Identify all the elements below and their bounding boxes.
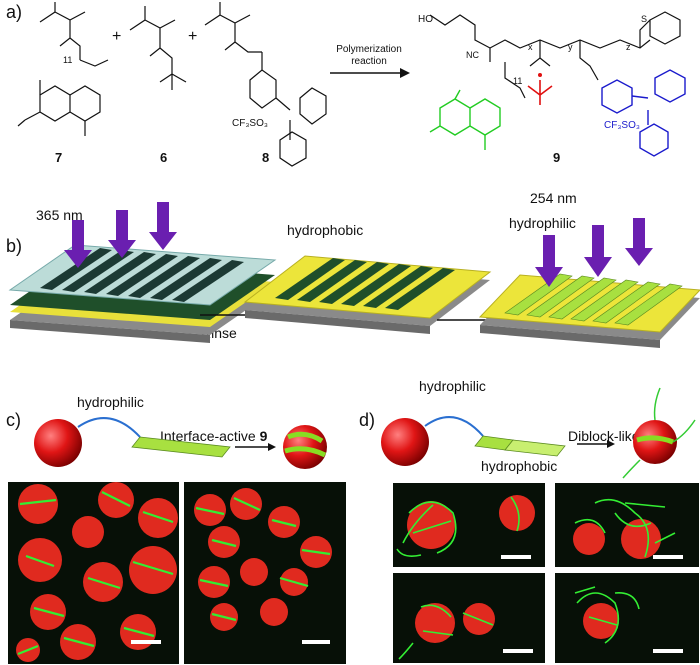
product-subscript-z: z <box>626 42 631 52</box>
scale-bar-d-br <box>653 649 683 653</box>
coated-sphere-d <box>633 420 677 464</box>
hydrophobic-label-b: hydrophobic <box>287 222 364 238</box>
plus-sign-2: + <box>188 28 198 45</box>
product-number: 9 <box>553 150 561 165</box>
monomer-7-subscript: 11 <box>63 55 73 65</box>
product-subscript-x: x <box>528 42 533 52</box>
scale-bar-d-tr <box>653 555 683 559</box>
hydrophobic-label-d: hydrophobic <box>481 458 558 474</box>
monomer-7-number: 7 <box>55 150 63 165</box>
panel-b-diagram <box>8 202 700 348</box>
plus-sign-1: + <box>112 28 122 45</box>
red-sphere-c <box>34 419 82 467</box>
red-sphere-d <box>381 418 429 466</box>
rod-d-hydrophobic <box>504 439 566 457</box>
micrograph-d-top-right <box>555 483 699 567</box>
hydrophilic-label-b: hydrophilic <box>509 215 576 231</box>
scale-bar-c-right <box>302 640 330 644</box>
arrow-label-reaction: reaction <box>351 56 387 67</box>
monomer-6-number: 6 <box>160 150 168 165</box>
panel-d-schematic <box>381 387 696 479</box>
panel-c-label: c) <box>6 410 21 430</box>
diblock-like-text: Diblock-like <box>568 428 644 444</box>
rod-c <box>131 436 231 458</box>
product-nitrile: NC <box>466 50 479 60</box>
interface-active-number: 9 <box>259 428 268 444</box>
uv-arrows-254 <box>535 218 653 287</box>
scale-bar-d-tl <box>501 555 531 559</box>
panel-d-label: d) <box>359 410 376 430</box>
micrograph-d-bottom-right <box>555 573 699 663</box>
arrow-label-polymerization: Polymerization <box>336 44 402 55</box>
micrograph-d-bottom-left <box>393 573 545 663</box>
monomer-8-triflate: CF₃SO₃ <box>232 118 268 129</box>
scale-bar-c-left <box>131 640 161 644</box>
scale-bar-d-bl <box>503 649 533 653</box>
panel-c-schematic <box>34 417 327 469</box>
panel-b-label: b) <box>6 236 23 256</box>
micrograph-c-right <box>184 482 346 664</box>
interface-active-text: Interface-active <box>160 428 260 444</box>
product-triflate: CF₃SO₃ <box>604 120 640 131</box>
uv-arrows-365 <box>64 202 177 268</box>
wavelength-365: 365 nm <box>36 207 83 223</box>
wavelength-254: 254 nm <box>530 190 577 206</box>
product-subscript-y: y <box>568 42 573 52</box>
hydrophilic-label-c: hydrophilic <box>77 394 144 410</box>
micrograph-d-top-left <box>393 483 545 567</box>
micrograph-c-left <box>8 482 179 664</box>
interface-active-label: Interface-active 9 <box>160 428 267 444</box>
panel-a-label: a) <box>6 2 23 22</box>
product-subscript-11: 11 <box>513 76 523 86</box>
product-acid: HO <box>418 14 433 25</box>
panel-a-scheme <box>17 2 686 167</box>
hydrophilic-label-d: hydrophilic <box>419 378 486 394</box>
product-sulfur: S <box>641 14 648 24</box>
monomer-8-number: 8 <box>262 150 270 165</box>
